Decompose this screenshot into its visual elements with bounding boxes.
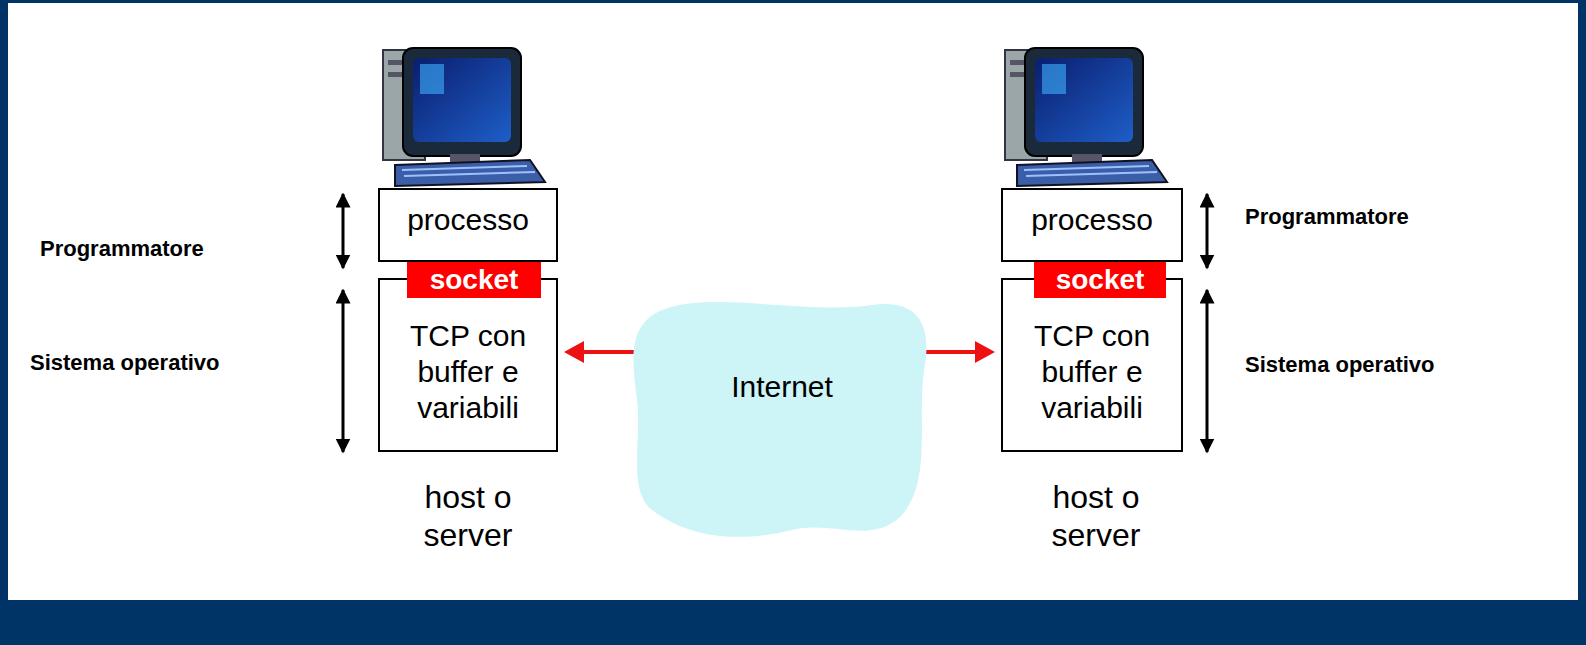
node-text: TCP con buffer e variabili bbox=[1013, 318, 1171, 426]
process-box: processo bbox=[378, 188, 558, 262]
span-arrow bbox=[342, 194, 345, 268]
node-text: socket bbox=[1056, 264, 1145, 296]
node-text: processo bbox=[407, 202, 529, 238]
node-text: socket bbox=[430, 264, 519, 296]
internet-cloud: Internet bbox=[632, 290, 932, 546]
role-label: Sistema operativo bbox=[1245, 352, 1565, 378]
process-box: processo bbox=[1001, 188, 1183, 262]
socket-tag: socket bbox=[1034, 262, 1166, 298]
role-label: Programmatore bbox=[1245, 204, 1565, 230]
span-arrow bbox=[1206, 290, 1209, 452]
tcp-box: TCP con buffer e variabili bbox=[378, 278, 558, 452]
role-label: Sistema operativo bbox=[30, 350, 340, 376]
role-label: Programmatore bbox=[40, 236, 340, 262]
computer-icon bbox=[383, 48, 545, 186]
computer-icon bbox=[1005, 48, 1167, 186]
arrow-head bbox=[564, 341, 584, 363]
node-text: Internet bbox=[731, 370, 833, 404]
tcp-box: TCP con buffer e variabili bbox=[1001, 278, 1183, 452]
socket-tag: socket bbox=[407, 262, 541, 298]
node-text: processo bbox=[1031, 202, 1153, 238]
host-label: host o server bbox=[398, 478, 538, 555]
node-text: TCP con buffer e variabili bbox=[390, 318, 546, 426]
cloud-shape bbox=[632, 290, 932, 546]
span-arrow bbox=[342, 290, 345, 452]
host-label: host o server bbox=[1026, 478, 1166, 555]
span-arrow bbox=[1206, 194, 1209, 268]
arrow-head bbox=[975, 341, 995, 363]
